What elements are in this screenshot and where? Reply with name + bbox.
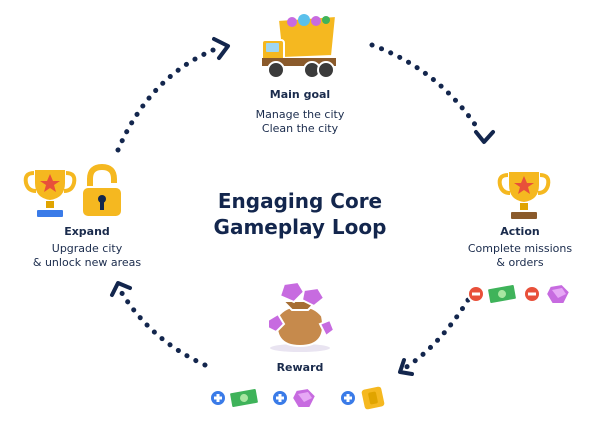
expand-node: Expand Upgrade city & unlock new areas	[12, 225, 162, 270]
center-title-line1: Engaging Core	[217, 189, 383, 213]
action-title: Action	[500, 225, 540, 238]
main-goal-title: Main goal	[269, 88, 331, 101]
arrowhead-expand	[110, 281, 132, 297]
token-icon	[359, 384, 387, 412]
plus-icon-3	[339, 389, 357, 407]
expand-title: Expand	[64, 225, 110, 238]
minus-icon	[467, 285, 485, 303]
arrow-action-to-reward	[402, 297, 471, 371]
arrowhead-action	[474, 130, 495, 144]
center-title: Engaging Core Gameplay Loop	[175, 188, 425, 240]
reward-node: Reward	[250, 361, 350, 375]
gem-sack-icon	[267, 280, 336, 352]
reward-gains	[209, 384, 387, 412]
action-node: Action Complete missions & orders	[445, 225, 595, 270]
gem-icon	[544, 282, 572, 305]
arrow-goal-to-action	[369, 42, 483, 135]
main-goal-node: Main goal Manage the city Clean the city	[220, 88, 380, 136]
action-costs	[467, 282, 572, 305]
reward-cash-icon	[228, 387, 260, 409]
dump-truck-icon	[261, 14, 338, 79]
expand-line1: Upgrade city	[51, 242, 123, 255]
arrow-expand-to-goal	[115, 45, 221, 153]
arrowhead-goal	[212, 37, 230, 60]
padlock-icon	[81, 163, 123, 218]
expand-line2: & unlock new areas	[32, 256, 142, 269]
arrowhead-reward	[398, 358, 414, 376]
arrow-reward-to-expand	[117, 287, 208, 368]
action-line2: & orders	[496, 256, 544, 269]
center-title-line2: Gameplay Loop	[213, 215, 387, 239]
plus-icon-2	[271, 389, 289, 407]
action-trophy-icon	[497, 170, 551, 221]
reward-gem-icon	[290, 386, 318, 409]
trophy-icon	[23, 168, 77, 219]
cash-icon	[486, 283, 518, 305]
action-line1: Complete missions	[467, 242, 573, 255]
main-goal-line1: Manage the city	[255, 108, 345, 121]
reward-title: Reward	[276, 361, 324, 374]
minus-icon-2	[523, 285, 541, 303]
plus-icon	[209, 389, 227, 407]
main-goal-line2: Clean the city	[261, 122, 339, 135]
